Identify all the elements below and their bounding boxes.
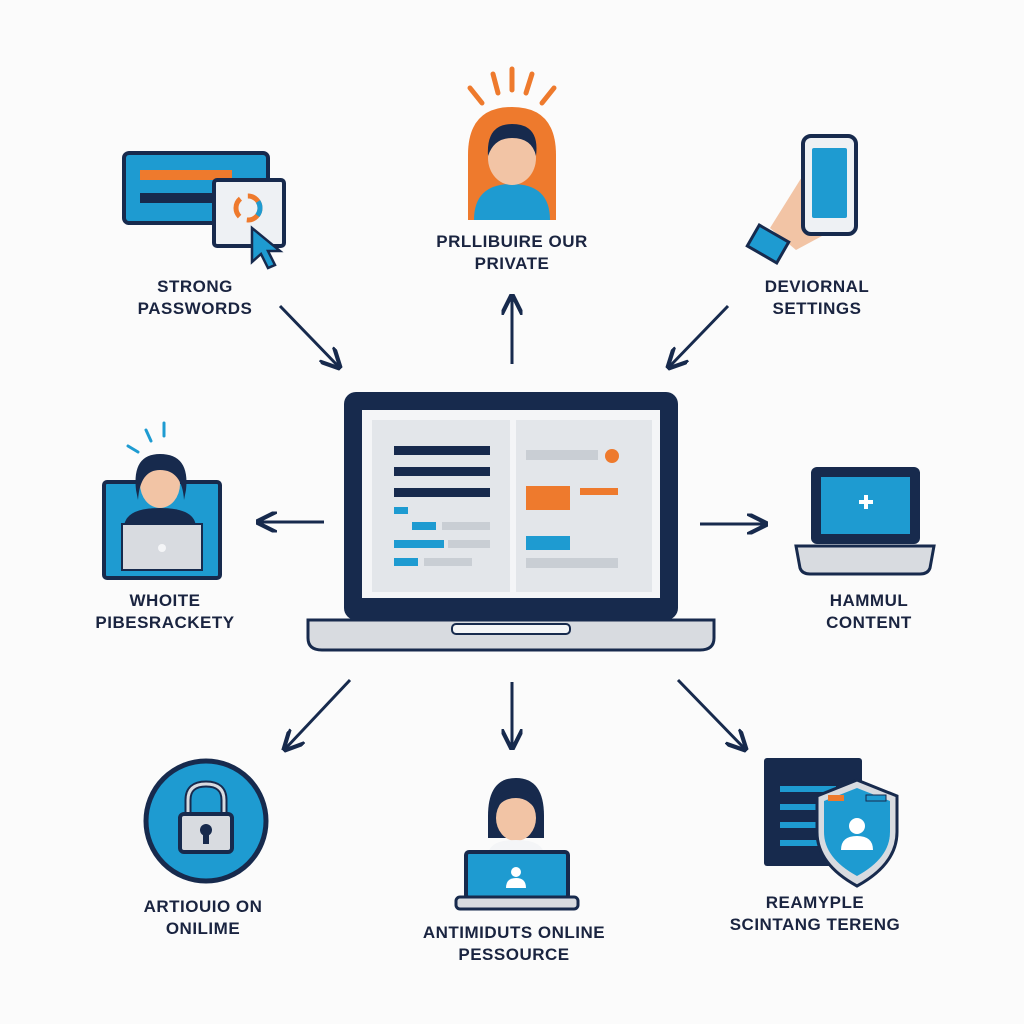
- harmful-label: HAMMUL CONTENT: [784, 590, 954, 634]
- white-label: WHOITE PIBESRACKETY: [80, 590, 250, 634]
- reamyple-line2: SCINTANG TERENG: [729, 915, 901, 934]
- arrow-hub-to-reamyple: [676, 678, 744, 748]
- white-line2: PIBESRACKETY: [95, 613, 235, 632]
- harmful-line2: CONTENT: [826, 613, 912, 632]
- antimiduts-line2: PESSOURCE: [458, 945, 570, 964]
- person-laptop-icon: [102, 421, 222, 580]
- arrow-settings-to-hub: [670, 304, 730, 366]
- strong-passwords-label: STRONG PASSWORDS: [110, 276, 280, 320]
- arrow-passwords-to-hub: [278, 304, 338, 366]
- private-line2: PRIVATE: [474, 254, 550, 273]
- person-laptop-user-icon: [454, 778, 580, 911]
- artio-line1: ARTIOUIO ON: [143, 897, 263, 916]
- private-line1: PRLLIBUIRE OUR: [436, 232, 588, 251]
- arrows: [260, 298, 764, 748]
- settings-label: DEVIORNAL SETTINGS: [732, 276, 902, 320]
- strong-passwords-line1: STRONG: [157, 277, 233, 296]
- antimiduts-label: ANTIMIDUTS ONLINE PESSOURCE: [404, 922, 624, 966]
- strong-passwords-line2: PASSWORDS: [137, 299, 253, 318]
- hand-smartphone-icon: [745, 134, 858, 265]
- arrow-hub-to-artio: [286, 678, 352, 748]
- padlock-circle-icon: [143, 758, 269, 884]
- person-spotlight-icon: [467, 66, 557, 220]
- antimiduts-line1: ANTIMIDUTS ONLINE: [422, 923, 606, 942]
- reamyple-line1: REAMYPLE: [765, 893, 865, 912]
- settings-line2: SETTINGS: [772, 299, 862, 318]
- white-line1: WHOITE: [129, 591, 201, 610]
- private-label: PRLLIBUIRE OUR PRIVATE: [412, 231, 612, 275]
- harmful-line1: HAMMUL: [829, 591, 909, 610]
- laptop-plus-icon: [794, 467, 936, 576]
- artio-label: ARTIOUIO ON ONILIME: [118, 896, 288, 940]
- settings-line1: DEVIORNAL: [764, 277, 870, 296]
- password-form-cursor-icon: [122, 151, 286, 270]
- laptop-dashboard-icon: [306, 392, 716, 652]
- artio-line2: ONILIME: [165, 919, 241, 938]
- document-shield-icon: [764, 758, 899, 888]
- reamyple-label: REAMYPLE SCINTANG TERENG: [720, 892, 910, 936]
